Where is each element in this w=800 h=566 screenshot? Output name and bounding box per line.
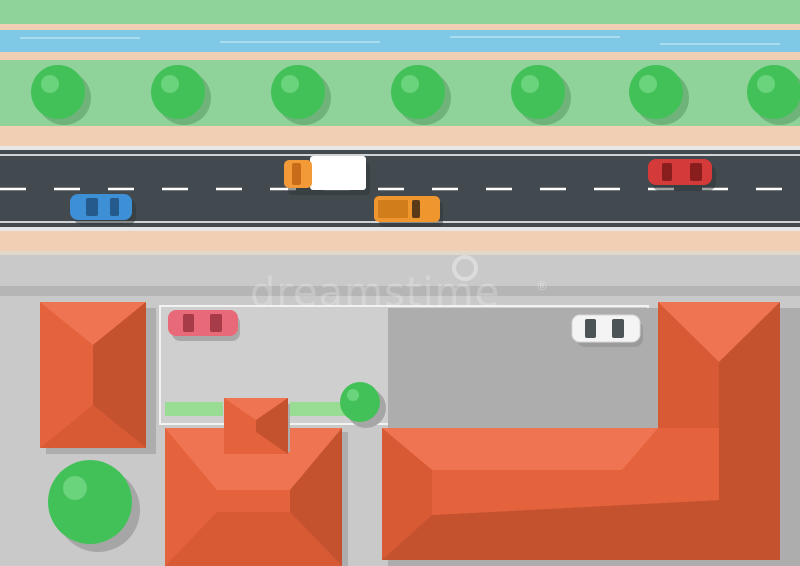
tree [48,460,140,552]
tree [511,65,571,125]
tree [340,382,386,428]
tree [747,65,800,125]
tree-row [31,65,800,125]
tree [271,65,331,125]
watermark-text: dreamstime [250,270,500,316]
sidewalk-bottom [0,231,800,251]
left-building-roof [40,302,156,454]
tree [31,65,91,125]
sand-bank-bottom [0,52,800,60]
sidewalk-top [0,126,800,146]
orange-pickup-truck [374,196,443,227]
blue-car [70,194,136,225]
tree [151,65,211,125]
tree [629,65,689,125]
right-building-roof [382,302,800,566]
lot-curb [0,286,800,296]
water-ripple [20,36,780,45]
watermark: dreamstime ® [250,255,548,316]
middle-building-roof [165,398,348,566]
red-car-road [648,159,716,191]
pink-car-parked [168,310,240,341]
top-grass-strip [0,0,800,24]
white-delivery-truck [284,156,370,195]
watermark-logo-icon [452,255,478,281]
road-curb-bottom [0,227,800,231]
watermark-trademark: ® [536,279,548,293]
road-curb-top [0,146,800,150]
sidewalk-bottom-edge [0,251,800,255]
tree [391,65,451,125]
sand-bank-top [0,24,800,30]
water-canal [0,30,800,52]
white-car-parked [571,314,643,347]
